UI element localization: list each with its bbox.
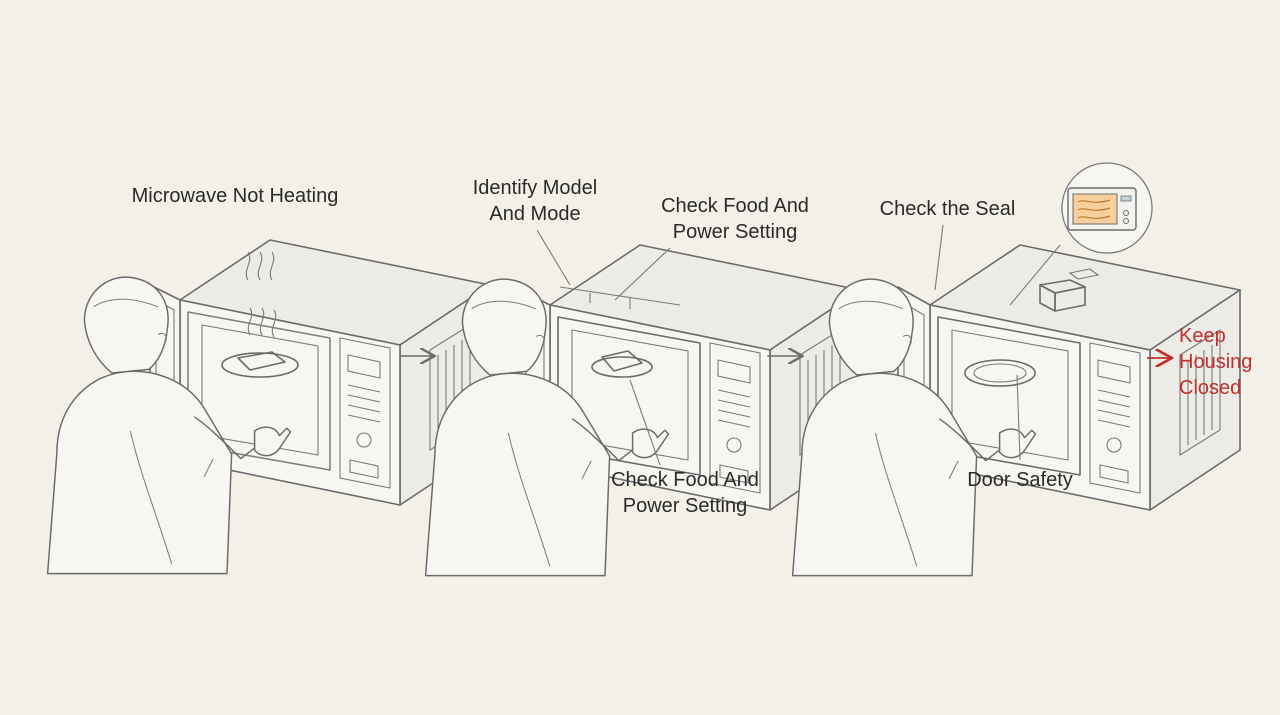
steam-icon	[247, 307, 277, 338]
check-food-bottom-label: Check Food And Power Setting	[611, 469, 759, 517]
step1-title: Microwave Not Heating	[131, 185, 339, 207]
keep-housing-closed-label: Keep Housing Closed	[1179, 325, 1253, 399]
door-safety-label: Door Safety	[967, 469, 1073, 491]
check-food-top-label: Check Food And Power Setting	[661, 195, 809, 243]
identify-model-label: Identify Model And Mode	[472, 177, 598, 225]
component-inset-icon	[1061, 162, 1153, 254]
check-seal-label: Check the Seal	[879, 198, 1016, 220]
